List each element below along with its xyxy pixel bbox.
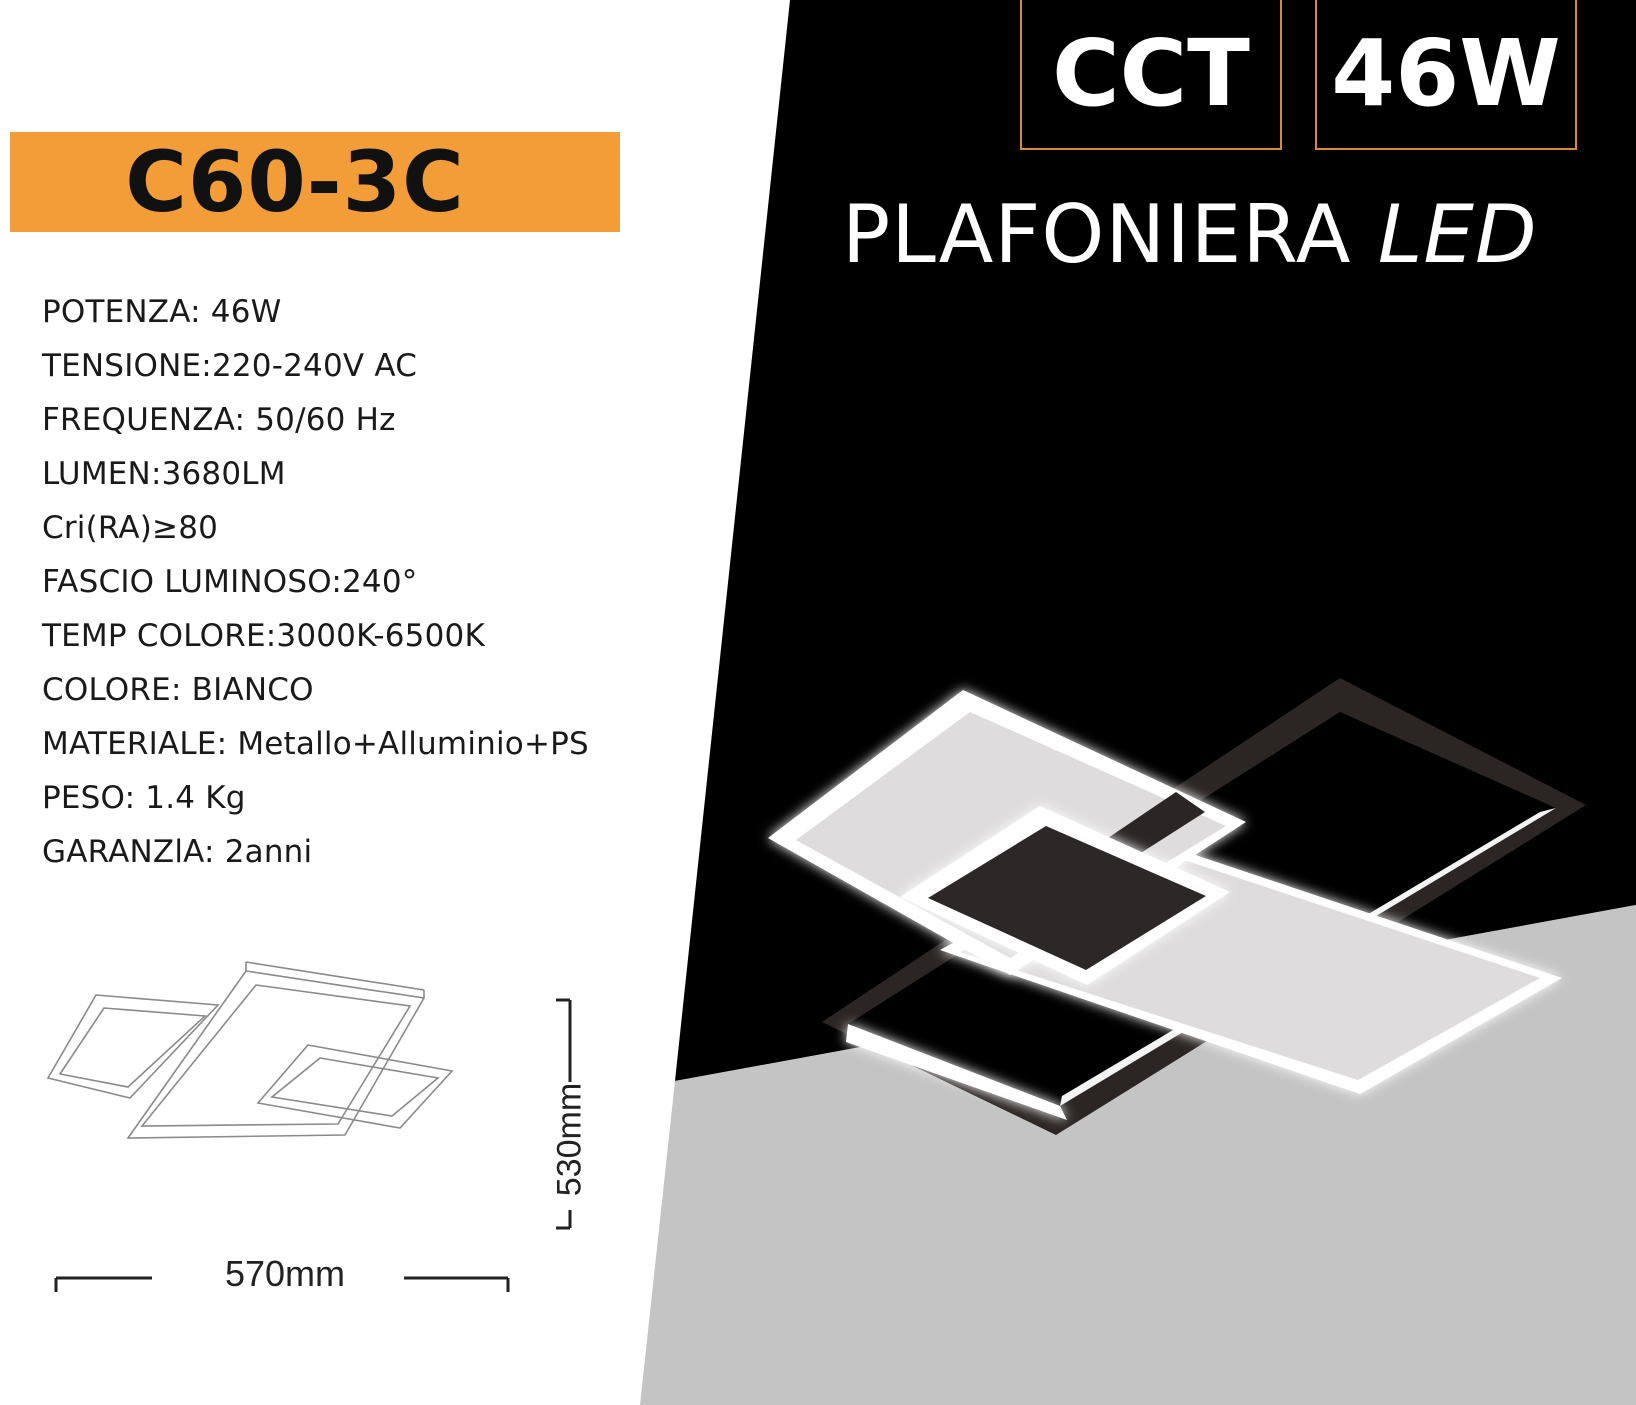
- title-accent: LED: [1377, 188, 1538, 281]
- product-title: PLAFONIERA LED: [842, 188, 1538, 281]
- spec-item: Cri(RA)≥80: [42, 510, 219, 546]
- spec-item: POTENZA: 46W: [42, 294, 282, 330]
- spec-item: FREQUENZA: 50/60 Hz: [42, 402, 396, 438]
- power-badge-label: 46W: [1331, 19, 1561, 127]
- cct-badge-label: CCT: [1052, 19, 1250, 127]
- dimension-width-label: 570mm: [224, 1253, 346, 1294]
- spec-item: TENSIONE:220-240V AC: [42, 348, 418, 384]
- spec-item: COLORE: BIANCO: [42, 672, 314, 708]
- connector-bar: [1102, 792, 1205, 860]
- model-code: C60-3C: [125, 133, 465, 231]
- spec-item: MATERIALE: Metallo+Alluminio+PS: [42, 726, 589, 762]
- model-banner: C60-3C: [10, 132, 620, 232]
- spec-item: PESO: 1.4 Kg: [42, 780, 246, 816]
- spec-item: LUMEN:3680LM: [42, 456, 286, 492]
- cct-badge: CCT: [1020, 0, 1282, 150]
- spec-list: POTENZA: 46W TENSIONE:220-240V AC FREQUE…: [42, 288, 589, 882]
- spec-item: TEMP COLORE:3000K-6500K: [42, 618, 485, 654]
- spec-item: FASCIO LUMINOSO:240°: [42, 564, 418, 600]
- spec-item: GARANZlA: 2anni: [42, 834, 313, 870]
- small-dark-square: [900, 806, 1230, 985]
- dimension-height-label: 530mm: [550, 1082, 589, 1197]
- title-main: PLAFONIERA: [842, 188, 1352, 281]
- power-badge: 46W: [1315, 0, 1577, 150]
